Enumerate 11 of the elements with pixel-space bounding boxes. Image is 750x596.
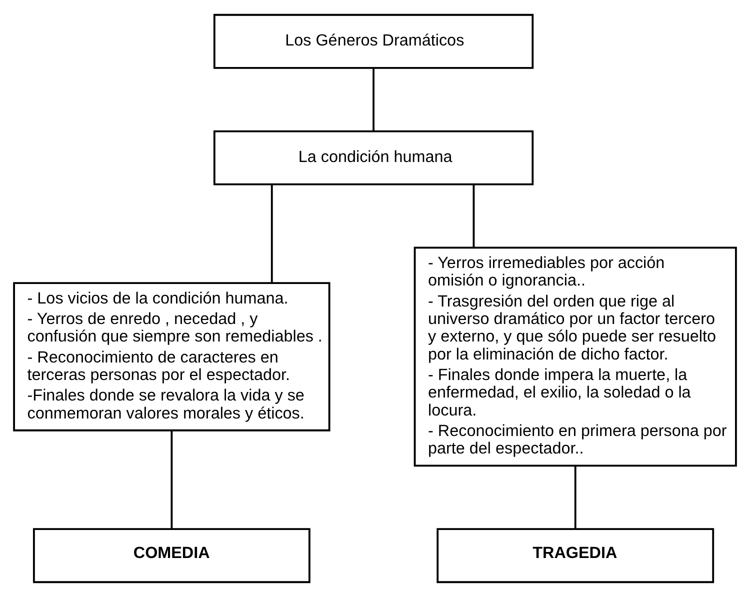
node-box: - Yerros irremediables por acción omisión o ignorancia.. - Trasgresión del orden que rige al universo dramático por un factor tercero y externo, y que sólo puede ser resuelto por la eliminación de dicho factor. - Finales donde impera la muerte, la enfermedad, el exilio, la soledad o la locura. - Reconocimiento en primera persona por parte del espectador.. xyxy=(414,246,737,466)
connector xyxy=(472,184,475,247)
node-box: TRAGEDIA xyxy=(436,528,714,583)
connector xyxy=(270,184,273,282)
connector xyxy=(170,430,173,528)
node-box: La condición humana xyxy=(213,130,534,185)
connector xyxy=(574,466,576,528)
node-box: Los Géneros Dramáticos xyxy=(213,13,534,68)
node-box: COMEDIA xyxy=(32,528,310,583)
node-box: - Los vicios de la condición humana. - Yerros de enredo , necedad , y confusión que siempre son remediables . - Reconocimiento de caracteres en terceras personas por el espectador. -Finales donde se revalora la vida y se conmemoran valores morales y éticos. xyxy=(13,282,330,431)
connector xyxy=(372,68,374,130)
